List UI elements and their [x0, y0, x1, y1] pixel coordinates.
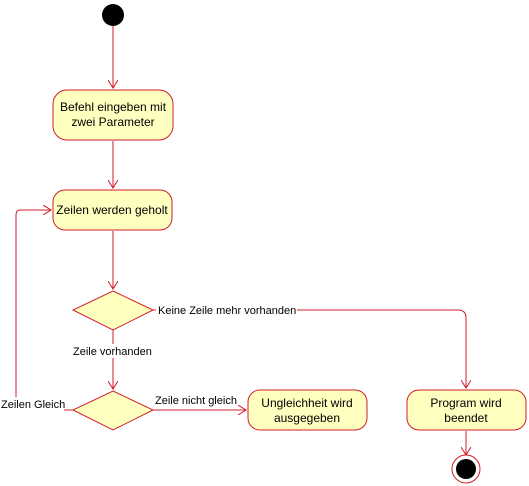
initial-node	[102, 4, 124, 26]
action-ungleichheit	[247, 389, 368, 431]
action-zeilen-werden-geholt	[52, 189, 173, 231]
edge-label-keine-zeile: Keine Zeile mehr vorhanden	[158, 305, 296, 317]
edge-label-zeile-nicht-gleich: Zeile nicht gleich	[155, 395, 237, 407]
edge-decision2-loop-back	[15, 210, 73, 411]
edge-label-bg	[72, 344, 154, 358]
action-program-label-line1: Program wird	[430, 396, 501, 410]
action-program-label-line2: beendet	[444, 411, 488, 425]
edge-label-bg	[0, 397, 64, 411]
action-befehl-eingeben	[52, 89, 174, 141]
action-ungleichheit-label-line1: Ungleichheit wird	[261, 396, 352, 410]
final-node	[451, 454, 481, 484]
action-ungleichheit-label-line2: ausgegeben	[274, 411, 340, 425]
action-program-beendet	[406, 389, 527, 431]
action-zeilen-label: Zeilen werden geholt	[56, 203, 168, 217]
edge-label-zeilen-gleich: Zeilen Gleich	[1, 399, 65, 411]
edge-label-bg	[156, 303, 297, 317]
edge-label-zeile-vorhanden: Zeile vorhanden	[73, 346, 152, 358]
action-befehl-label-line2: zwei Parameter	[71, 115, 154, 129]
action-befehl-label-line1: Befehl eingeben mit	[60, 100, 167, 114]
edge-decision1-to-program-end	[153, 309, 466, 388]
decision-node-2	[71, 390, 155, 431]
decision-node-1	[71, 290, 155, 331]
